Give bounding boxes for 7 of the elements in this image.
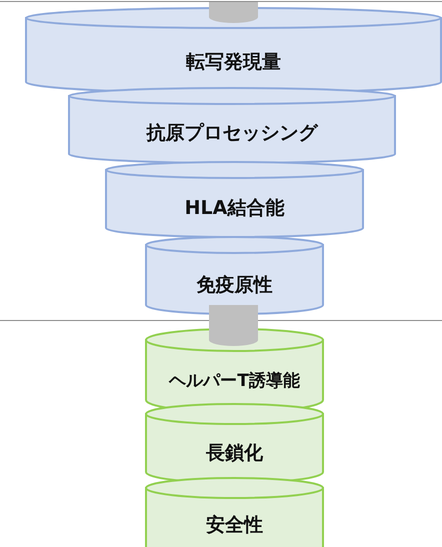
stage-label: 安全性 bbox=[205, 514, 264, 536]
stage-label: 長鎖化 bbox=[205, 442, 264, 464]
stage-label: ヘルパーT誘導能 bbox=[168, 370, 301, 392]
stage-label: 転写発現量 bbox=[185, 50, 282, 74]
stage-label: 免疫原性 bbox=[196, 274, 274, 296]
stage-label: 抗原プロセッシング bbox=[145, 122, 320, 144]
stage-label: HLA結合能 bbox=[184, 196, 286, 220]
